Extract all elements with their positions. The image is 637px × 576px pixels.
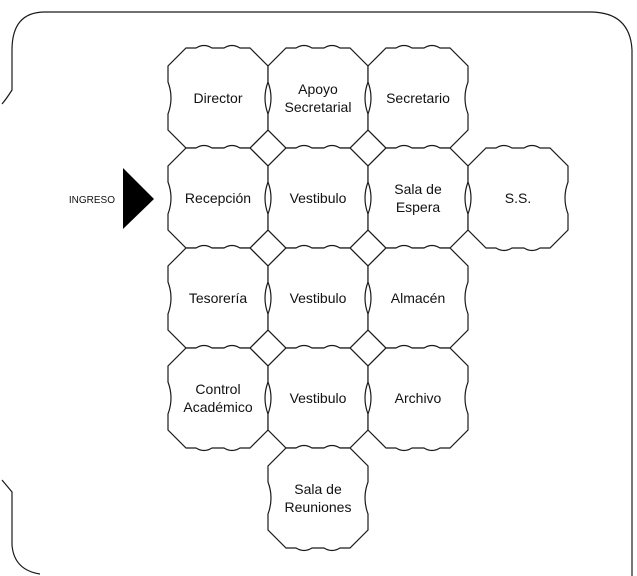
room-label: Vestibulo — [290, 390, 347, 406]
room-shape — [467, 144, 569, 252]
room-label: Secretarial — [285, 99, 352, 115]
room-label: Reuniones — [285, 499, 352, 515]
frame-border — [1, 11, 633, 576]
room-label: Apoyo — [298, 81, 338, 97]
room-label: Recepción — [185, 190, 251, 206]
room-ss: S.S. — [467, 144, 569, 252]
room-sala-espera: Sala de Espera — [367, 144, 469, 252]
room-archivo: Archivo — [367, 344, 469, 452]
room-secretario: Secretario — [367, 44, 469, 152]
room-label: Sala de — [294, 481, 342, 497]
room-label: Espera — [396, 199, 441, 215]
room-recepcion: Recepción — [167, 144, 269, 252]
room-shape — [367, 144, 469, 252]
room-label: Control — [195, 381, 240, 397]
room-director: Director — [167, 44, 269, 152]
room-shape — [167, 344, 269, 452]
room-label: Vestibulo — [290, 190, 347, 206]
room-vestibulo-2: Vestibulo — [267, 244, 369, 352]
room-shape — [267, 444, 369, 552]
room-shape — [267, 44, 369, 152]
room-sala-reuniones: Sala de Reuniones — [267, 444, 369, 552]
room-label: S.S. — [505, 190, 531, 206]
room-label: Director — [193, 90, 242, 106]
room-tesoreria: Tesorería — [167, 244, 269, 352]
room-label: Archivo — [395, 390, 442, 406]
room-label: Almacén — [391, 290, 445, 306]
entry-label: INGRESO — [69, 195, 115, 206]
entry-arrow-icon — [123, 168, 154, 229]
room-almacen: Almacén — [367, 244, 469, 352]
room-vestibulo-3: Vestibulo — [267, 344, 369, 452]
room-shape — [367, 344, 469, 452]
room-label: Tesorería — [189, 290, 248, 306]
room-vestibulo-1: Vestibulo — [267, 144, 369, 252]
room-label: Vestibulo — [290, 290, 347, 306]
room-label: Secretario — [386, 90, 450, 106]
room-label: Académico — [183, 399, 252, 415]
room-label: Sala de — [394, 181, 442, 197]
